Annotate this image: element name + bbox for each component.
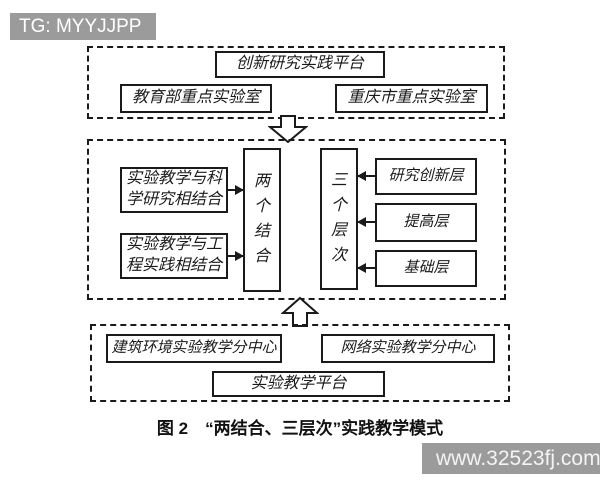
node-chongqing-key-lab: 重庆市重点实验室 xyxy=(335,84,488,113)
arrowhead-icon xyxy=(235,251,244,261)
two-combinations-label: 两个结合 xyxy=(254,173,271,265)
arrowhead-icon xyxy=(357,217,366,227)
arrowhead-icon xyxy=(235,185,244,195)
arrow-right-icon xyxy=(227,251,244,261)
arrowhead-icon xyxy=(357,263,366,273)
arrow-left-icon xyxy=(357,171,375,181)
arrow-left-icon xyxy=(357,217,375,227)
figure-caption: 图 2 “两结合、三层次”实践教学模式 xyxy=(156,419,444,438)
node-research-innovation-level: 研究创新层 xyxy=(375,158,477,195)
node-teaching-engineering-combined: 实验教学与工程实践相结合 xyxy=(120,233,228,279)
node-network-subcenter: 网络实验教学分中心 xyxy=(321,334,495,363)
node-three-levels: 三个层次 xyxy=(320,148,358,290)
node-improvement-level: 提高层 xyxy=(375,203,477,242)
node-moe-key-lab: 教育部重点实验室 xyxy=(120,84,272,113)
node-experimental-teaching-platform: 实验教学平台 xyxy=(212,371,385,397)
top-platform-group: 创新研究实践平台 教育部重点实验室 重庆市重点实验室 xyxy=(87,46,505,119)
three-levels-label: 三个层次 xyxy=(331,172,348,264)
node-building-env-subcenter: 建筑环境实验教学分中心 xyxy=(106,334,282,363)
arrowhead-icon xyxy=(357,171,366,181)
node-foundation-level: 基础层 xyxy=(375,250,477,287)
bottom-platform-group: 建筑环境实验教学分中心 网络实验教学分中心 实验教学平台 xyxy=(90,324,510,402)
node-innovation-platform: 创新研究实践平台 xyxy=(215,51,385,78)
node-two-combinations: 两个结合 xyxy=(243,148,281,292)
node-teaching-science-combined: 实验教学与科学研究相结合 xyxy=(120,167,228,213)
down-block-arrow-icon xyxy=(268,115,308,143)
up-block-arrow-icon xyxy=(281,296,319,327)
watermark-top-left: TG: MYYJJPP xyxy=(10,13,156,40)
middle-model-group: 实验教学与科学研究相结合 实验教学与工程实践相结合 两个结合 三个层次 研究创新… xyxy=(87,139,506,300)
watermark-bottom-right: www.32523fj.com xyxy=(422,443,600,474)
arrow-right-icon xyxy=(227,185,244,195)
arrow-left-icon xyxy=(357,263,375,273)
